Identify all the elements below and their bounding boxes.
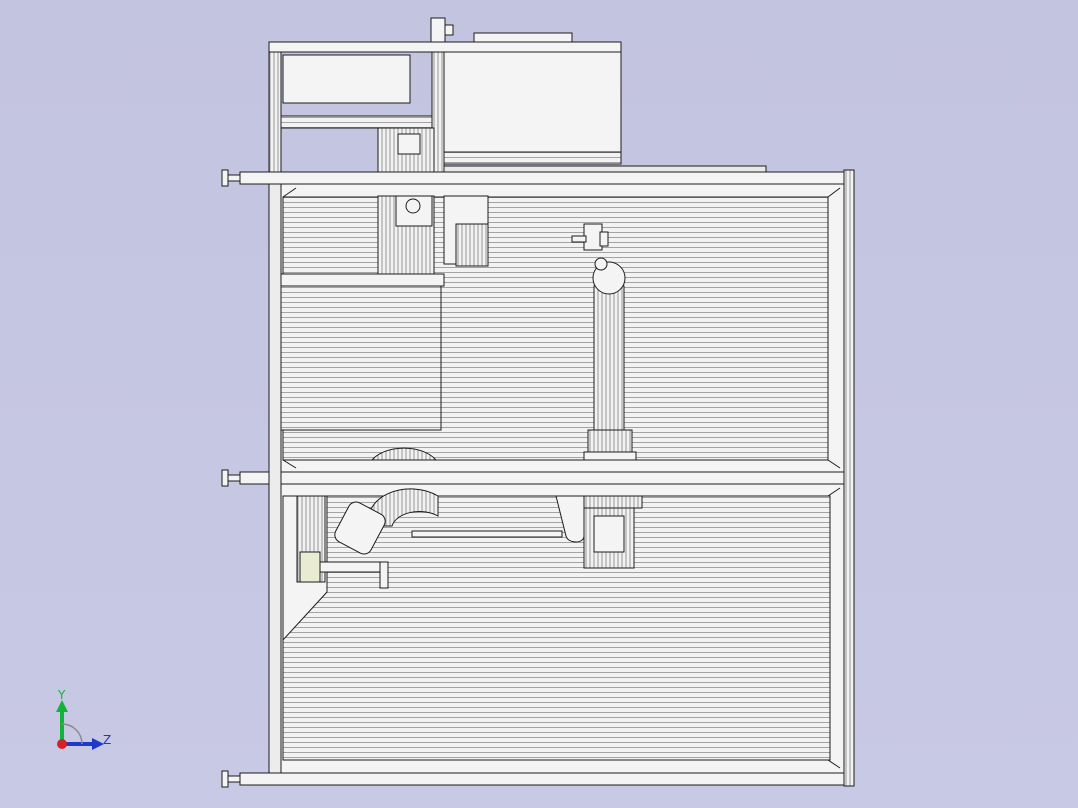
top-cabinet-assembly	[268, 17, 767, 173]
sensor-block	[430, 17, 446, 43]
material-tray	[280, 283, 442, 431]
z-axis-label: Z	[103, 733, 111, 747]
upper-chamber	[280, 183, 845, 473]
x-axis-origin	[57, 739, 67, 749]
coordinate-triad: Y Z	[56, 688, 111, 750]
gear-wheel-top	[370, 447, 438, 461]
leveling-feet	[221, 169, 241, 788]
robot-arm	[571, 223, 637, 461]
main-frame	[239, 169, 855, 787]
gear-wheel-bottom	[368, 488, 439, 527]
y-axis-label: Y	[57, 688, 66, 702]
lower-chamber	[280, 483, 845, 774]
